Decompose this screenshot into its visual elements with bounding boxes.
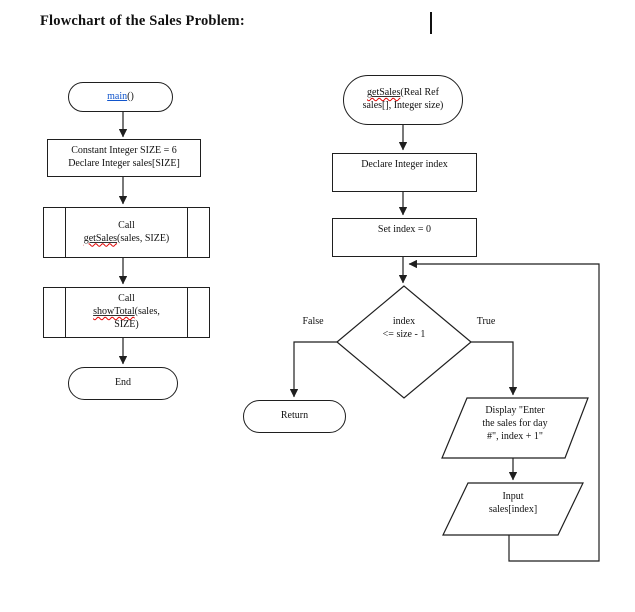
declare-index-label: Declare Integer index (361, 159, 448, 170)
terminator-main[interactable]: main() (68, 82, 173, 112)
call-getsales-line2: getSales(sales, SIZE) (84, 233, 170, 246)
input-line1: Input (502, 491, 524, 502)
display-line2: the sales for day (482, 418, 548, 429)
terminator-getsales-line1: getSales(Real Ref (367, 87, 439, 100)
showtotal-misspelled-word: showTotal (93, 306, 135, 318)
terminator-return-label: Return (280, 410, 309, 422)
decision-diamond-shape[interactable] (336, 285, 472, 399)
input-parallelogram-label: Input sales[index] (450, 490, 576, 516)
predefined-process-bar (187, 288, 188, 337)
call-showtotal-line3: SIZE) (114, 318, 139, 330)
branch-label-true: True (476, 316, 496, 327)
predefined-process-call-getsales[interactable]: Call getSales(sales, SIZE) (43, 207, 210, 258)
call-showtotal-line2: showTotal(sales, (93, 306, 160, 319)
input-line2: sales[index] (488, 504, 538, 515)
process-declare-size[interactable]: Constant Integer SIZE = 6 Declare Intege… (47, 139, 201, 177)
getsales-misspelled-word: getSales (83, 232, 118, 244)
call-showtotal-args: (sales, (134, 306, 160, 318)
display-line1: Display "Enter (485, 405, 545, 416)
decision-line2: <= size - 1 (382, 329, 426, 340)
display-line3: #", index + 1" (486, 431, 544, 442)
terminator-return[interactable]: Return (243, 400, 346, 433)
main-parens-text: () (127, 90, 134, 102)
decision-diamond-label: index <= size - 1 (354, 315, 454, 341)
process-declare-index[interactable]: Declare Integer index (332, 153, 477, 192)
terminator-getsales-line2: sales[], Integer size) (362, 100, 444, 111)
declare-size-line2: Declare Integer sales[SIZE] (68, 158, 180, 169)
input-parallelogram-shape[interactable] (442, 482, 584, 536)
predefined-process-bar (65, 288, 66, 337)
display-parallelogram-label: Display "Enter the sales for day #", ind… (452, 404, 578, 443)
terminator-getsales-args: (Real Ref (400, 87, 439, 99)
predefined-process-bar (65, 208, 66, 257)
display-parallelogram-shape[interactable] (441, 397, 589, 459)
main-link-text: main (107, 90, 128, 102)
call-getsales-args: (sales, SIZE) (117, 232, 170, 244)
declare-size-line1: Constant Integer SIZE = 6 (71, 145, 177, 157)
decision-line1: index (392, 316, 416, 327)
predefined-process-bar (187, 208, 188, 257)
terminator-main-label: main() (107, 91, 134, 104)
connector-decision-false-to-return (289, 341, 337, 398)
terminator-getsales[interactable]: getSales(Real Ref sales[], Integer size) (343, 75, 463, 125)
terminator-end-label: End (114, 377, 132, 389)
set-index-label: Set index = 0 (377, 224, 432, 235)
text-cursor[interactable] (430, 12, 432, 34)
connector-decision-true-to-display (471, 341, 518, 396)
connector-loop-back (408, 259, 600, 562)
terminator-end[interactable]: End (68, 367, 178, 400)
call-showtotal-line1: Call (118, 293, 135, 305)
process-set-index[interactable]: Set index = 0 (332, 218, 477, 257)
page-title: Flowchart of the Sales Problem: (40, 13, 245, 29)
getsales-misspelled-word: getSales (367, 87, 401, 99)
branch-label-false: False (302, 316, 324, 327)
predefined-process-call-showtotal[interactable]: Call showTotal(sales, SIZE) (43, 287, 210, 338)
call-getsales-line1: Call (118, 219, 135, 231)
